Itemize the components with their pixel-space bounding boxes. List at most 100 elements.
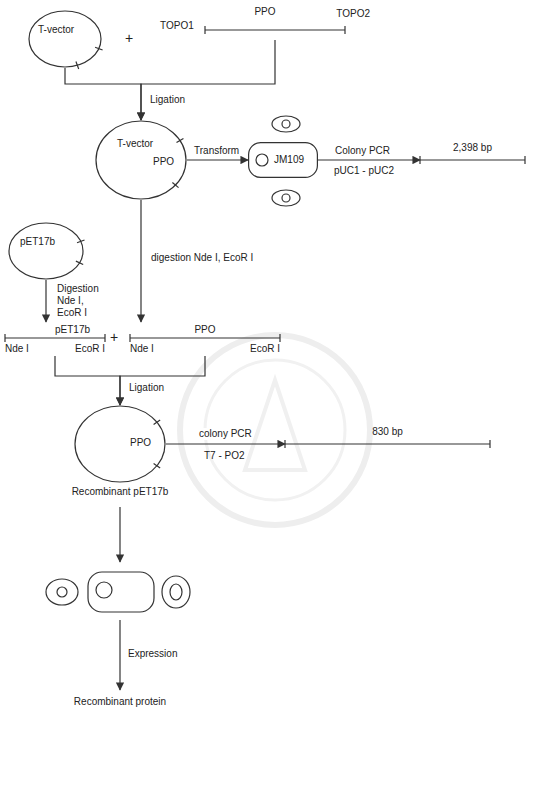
host-cell: JM109 [248,142,318,178]
node-shape [28,10,102,68]
process-arrow [166,443,285,444]
step-label: digestion Nde I, EcoR I [150,252,254,264]
process-arrow [55,356,120,405]
pcr-product: 830 bp [285,426,490,462]
end-tick [524,156,525,164]
node-shape [70,405,170,499]
host-cell [88,572,154,612]
site-tick [172,182,178,187]
node-outline [130,334,280,342]
process-arrow [141,40,275,120]
host-cell [46,579,78,605]
node-outline [5,334,105,342]
host-cell [162,576,190,608]
expression-host [46,507,190,690]
node-text: PPO [153,156,174,168]
node-text: 830 bp [372,426,403,438]
step-label: colony PCR [198,428,253,440]
node-text: T-vector [38,24,74,36]
step-label: Colony PCR [334,145,391,157]
end-tick [419,156,420,164]
free-label: + [110,329,118,345]
watermark-emblem [245,380,305,470]
node-text: TOPO2 [336,8,370,20]
node-outline [75,406,165,482]
dna-line [5,337,105,338]
node-outline [205,26,345,34]
free-label: Recombinant protein [74,696,166,708]
site-tick [76,62,79,70]
node-outline [9,223,85,279]
node-outline [420,156,525,164]
plasmid-circle: PPO Recombinant pET17b [70,405,170,499]
plasmid-dot [57,587,67,597]
dna-line [420,159,525,160]
plasmid-dot [256,154,268,166]
node-outline [249,143,318,178]
node-text: T-vector [117,138,153,150]
node-text: Recombinant pET17b [72,486,169,498]
process-arrow [318,159,420,160]
site-tick [76,261,83,264]
plasmid-ring [75,406,165,482]
dna-fragment: Nde IPPOEcoR I [130,322,280,356]
node-text: PPO [194,324,215,336]
plasmid-dot [96,582,112,598]
end-tick [4,334,5,342]
end-tick [129,334,130,342]
free-label: pUC1 - pUC2 [334,165,394,177]
node-text: PPO [130,437,151,449]
node-text: Nde I [5,343,29,355]
node-text: EcoR I [75,343,105,355]
step-label: Transform [193,145,240,157]
end-tick [279,334,280,342]
node-outline [96,121,186,199]
process-arrow [120,356,205,405]
node-text: TOPO1 [160,20,194,32]
process-arrow [65,68,141,120]
step-label: Ligation [128,382,165,394]
site-tick [77,240,85,243]
node-text: pET17b [55,324,90,336]
site-tick [95,47,103,50]
end-tick [284,440,285,448]
end-tick [489,440,490,448]
node-outline [29,11,103,69]
plasmid-ring [9,223,83,279]
plasmid-ring [29,11,101,67]
watermark [180,335,370,525]
node-outline [285,440,490,448]
node-text: JM109 [274,154,304,166]
process-arrow [119,620,120,690]
watermark-ring [180,335,370,525]
end-tick [104,334,105,342]
node-text: 2,398 bp [453,142,492,154]
dna-line [130,337,280,338]
plasmid-circle: pET17b [8,222,84,280]
small-cell [272,190,300,206]
free-label: T7 - PO2 [204,450,245,462]
process-arrow [140,200,141,322]
plasmid-ring [96,121,186,199]
node-text: Nde I [130,343,154,355]
end-tick [344,26,345,34]
cell-wall [249,143,318,178]
free-label: + [125,30,133,46]
plasmid-dot [282,194,290,202]
node-shape [8,222,84,280]
process-arrow [119,507,120,562]
plasmid-circle: T-vectorPPO [95,120,187,200]
node-text: PPO [254,6,275,18]
plasmid-dot [170,584,182,600]
dna-fragment: TOPO1 PPO TOPO2 [160,2,370,40]
site-tick [154,464,161,469]
step-label: Ligation [149,94,186,106]
free-label: Expression [128,648,177,660]
site-tick [177,139,184,143]
small-cell [272,116,300,132]
process-arrow [187,159,248,160]
dna-line [205,29,345,30]
